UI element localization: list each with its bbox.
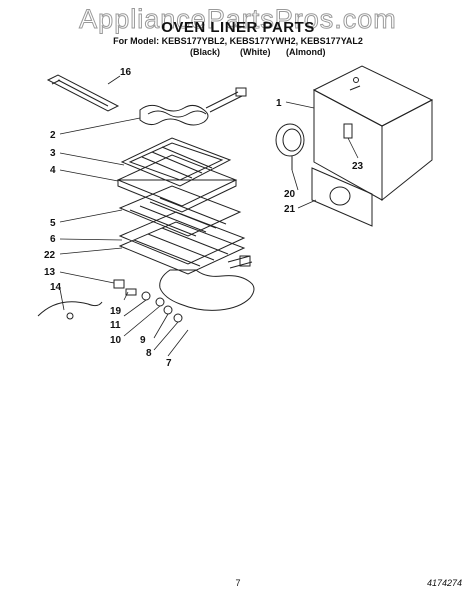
- color-black: (Black): [190, 47, 221, 57]
- callout-2: 2: [50, 130, 56, 141]
- callout-19: 19: [110, 306, 122, 317]
- part-16-vent-trim: [46, 74, 120, 112]
- callout-13: 13: [44, 267, 56, 278]
- part-13-switch: [113, 279, 125, 289]
- part-8-lens: [173, 313, 183, 323]
- color-almond: (Almond): [286, 47, 326, 57]
- part-20-fan-cover: [275, 123, 305, 170]
- callout-11: 11: [110, 320, 121, 331]
- page-number: 7: [235, 578, 241, 588]
- callout-7: 7: [166, 358, 172, 369]
- callout-9: 9: [140, 335, 146, 346]
- document-code: 4174274: [426, 578, 462, 588]
- callout-23: 23: [352, 161, 364, 172]
- callout-14: 14: [50, 282, 62, 293]
- callout-5: 5: [50, 218, 56, 229]
- callout-8: 8: [146, 348, 152, 359]
- callout-16: 16: [120, 67, 132, 78]
- part-21-rear-panel: [311, 167, 373, 227]
- callout-6: 6: [50, 234, 56, 245]
- callout-22: 22: [44, 250, 56, 261]
- callout-3: 3: [50, 148, 56, 159]
- model-list: For Model: KEBS177YBL2, KEBS177YWH2, KEB…: [113, 36, 363, 46]
- callout-20: 20: [284, 189, 296, 200]
- callout-1: 1: [276, 98, 282, 109]
- watermark-logo: AppliancePartsPros.com: [79, 4, 397, 35]
- part-3-broiler-grid: [120, 137, 232, 187]
- part-23-bracket: [343, 123, 353, 139]
- part-19-bulb: [125, 288, 137, 296]
- color-white: (White): [240, 47, 271, 57]
- part-7-bake-element: [159, 255, 255, 311]
- part-10-clip: [155, 297, 165, 307]
- callout-10: 10: [110, 335, 122, 346]
- part-11-socket: [141, 291, 151, 301]
- part-4-broiler-pan: [116, 154, 238, 213]
- callout-4: 4: [50, 165, 56, 176]
- part-1-oven-liner: [312, 65, 434, 202]
- callout-21: 21: [284, 204, 296, 215]
- page-title: OVEN LINER PARTS: [161, 19, 315, 36]
- part-14-sensor: [37, 301, 103, 320]
- part-6-oven-rack: [118, 211, 246, 275]
- part-9-cover: [163, 305, 173, 315]
- part-2-broil-element: [139, 87, 247, 126]
